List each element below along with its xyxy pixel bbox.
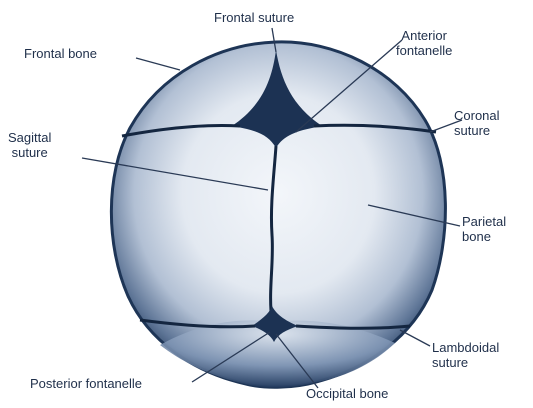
label-sagittal-suture-line2: suture [8, 145, 51, 160]
label-sagittal-suture-line1: Sagittal [8, 130, 51, 145]
label-lambdoidal-suture-line2: suture [432, 355, 499, 370]
label-anterior-fontanelle-line2: fontanelle [396, 43, 452, 58]
label-occipital-bone: Occipital bone [306, 386, 388, 401]
label-posterior-fontanelle: Posterior fontanelle [30, 376, 142, 391]
label-frontal-suture: Frontal suture [214, 10, 294, 25]
label-lambdoidal-suture-line1: Lambdoidal [432, 340, 499, 355]
label-parietal-bone-line2: bone [462, 229, 506, 244]
label-parietal-bone: Parietal bone [462, 214, 506, 244]
label-parietal-bone-line1: Parietal [462, 214, 506, 229]
label-coronal-suture: Coronal suture [454, 108, 500, 138]
label-anterior-fontanelle: Anterior fontanelle [396, 28, 452, 58]
leader-lambdoidal-suture [400, 330, 430, 346]
leader-frontal-bone [136, 58, 180, 70]
label-coronal-suture-line2: suture [454, 123, 500, 138]
label-sagittal-suture: Sagittal suture [8, 130, 51, 160]
label-coronal-suture-line1: Coronal [454, 108, 500, 123]
label-anterior-fontanelle-line1: Anterior [396, 28, 452, 43]
label-frontal-bone: Frontal bone [24, 46, 97, 61]
label-lambdoidal-suture: Lambdoidal suture [432, 340, 499, 370]
